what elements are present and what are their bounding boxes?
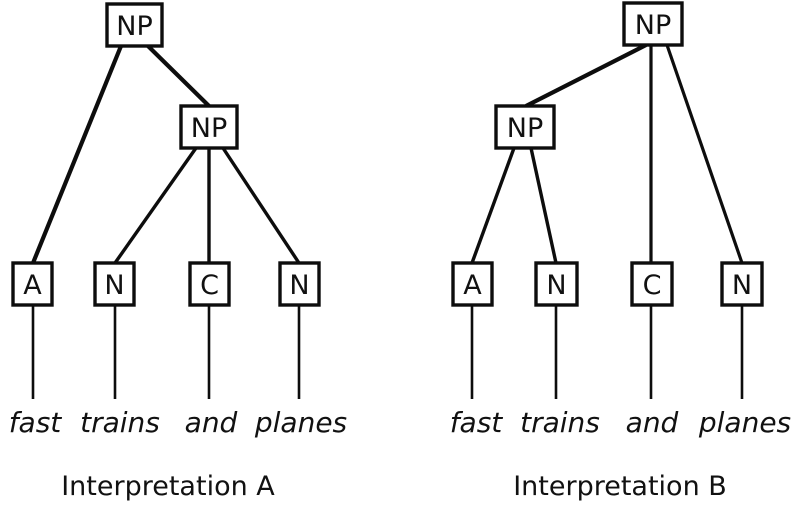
node-label: N <box>546 270 566 301</box>
node-box-n[interactable] <box>278 261 321 307</box>
node-label: C <box>643 270 662 301</box>
tree-branch <box>113 147 198 264</box>
node-box-c[interactable] <box>188 261 231 307</box>
node-box-a[interactable] <box>11 261 54 307</box>
tree-branch <box>529 147 558 264</box>
node-box-np[interactable] <box>622 1 684 47</box>
node-box-np[interactable] <box>494 104 556 150</box>
tree-branch <box>665 44 744 264</box>
node-label: N <box>732 270 752 301</box>
node-label: A <box>463 270 482 301</box>
tree-branch <box>525 43 647 108</box>
node-box-c[interactable] <box>630 261 674 307</box>
leaf-word: planes <box>698 406 791 439</box>
node-box-n[interactable] <box>534 261 579 307</box>
leaf-word: trains <box>80 406 160 439</box>
node-label: A <box>23 270 42 301</box>
node-label: NP <box>191 113 227 144</box>
node-label: N <box>289 270 309 301</box>
leaf-word: fast <box>450 406 504 439</box>
tree-branch <box>31 45 123 264</box>
leaf-word: fast <box>9 406 63 439</box>
leaf-word: planes <box>254 406 347 439</box>
node-box-np[interactable] <box>179 104 239 150</box>
tree-caption: Interpretation B <box>513 471 727 502</box>
tree-branch <box>470 147 516 264</box>
node-label: N <box>104 270 124 301</box>
leaf-word: and <box>185 406 238 439</box>
tree-branch <box>146 44 211 108</box>
tree-branch <box>221 147 301 264</box>
node-label: NP <box>635 10 671 41</box>
tree-caption: Interpretation A <box>61 471 275 502</box>
leaf-word: trains <box>520 406 600 439</box>
node-box-n[interactable] <box>93 261 136 307</box>
node-box-n[interactable] <box>720 261 764 307</box>
node-box-np[interactable] <box>105 2 164 48</box>
node-label: NP <box>116 11 152 42</box>
leaf-word: and <box>626 406 679 439</box>
node-box-a[interactable] <box>451 261 494 307</box>
node-label: C <box>200 270 219 301</box>
node-label: NP <box>507 113 543 144</box>
